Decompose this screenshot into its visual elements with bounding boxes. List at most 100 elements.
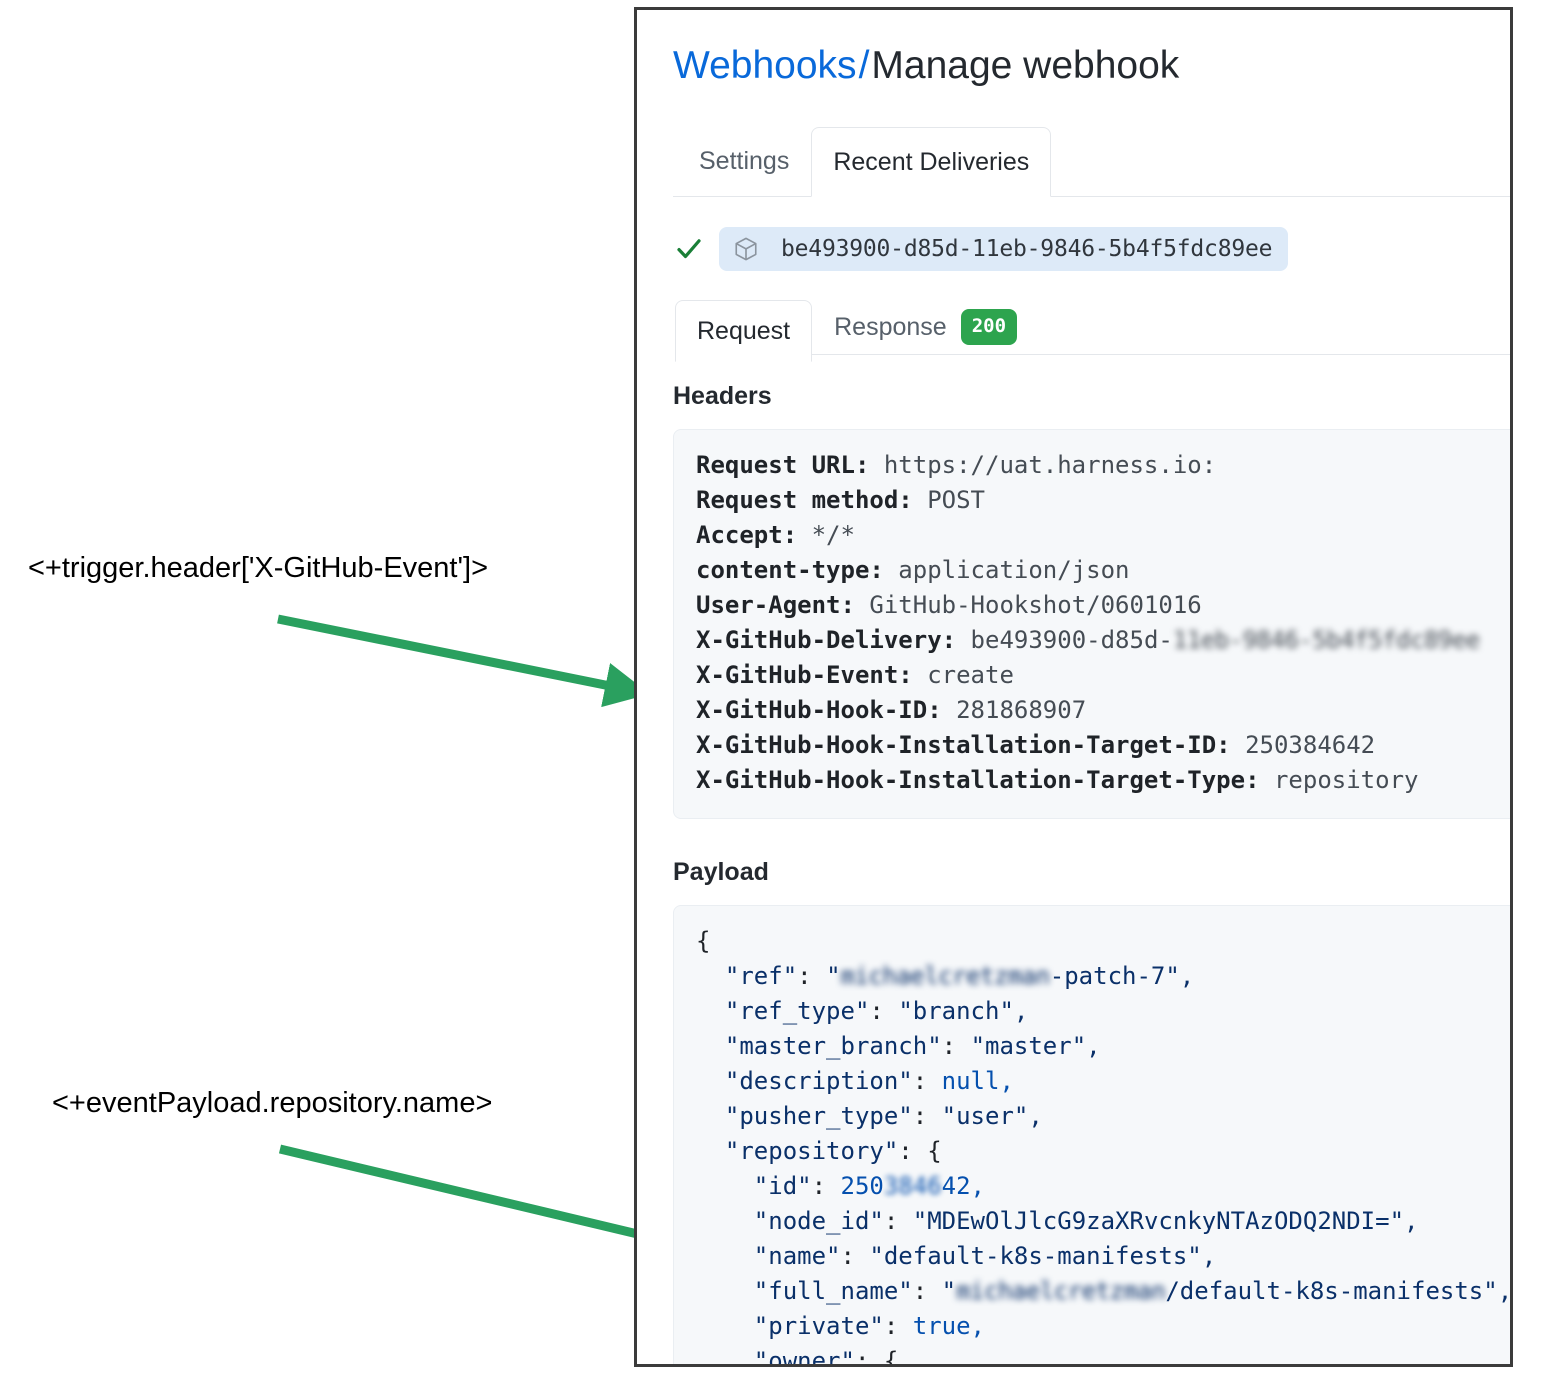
payload-value-suffix: /default-k8s-manifests", [1165, 1277, 1513, 1305]
breadcrumb-current: Manage webhook [871, 44, 1180, 87]
tab-request[interactable]: Request [675, 300, 813, 362]
payload-line: "owner": { [696, 1344, 1510, 1367]
payload-value: "branch", [898, 997, 1029, 1025]
payload-value: { [883, 1347, 899, 1367]
payload-value-redacted: michaelcretzman [840, 962, 1051, 990]
payload-value: "MDEwOlJlcG9zaXRvcnkyNTAzODQ2NDI=", [912, 1207, 1419, 1235]
header-value-text: 281868907 [956, 696, 1087, 724]
payload-key-name: "name" [753, 1242, 841, 1270]
header-key: X-GitHub-Hook-Installation-Target-Type: [696, 766, 1260, 794]
payload-value: "user", [941, 1102, 1043, 1130]
payload-key: "id" [753, 1172, 812, 1200]
header-key: User-Agent: [696, 591, 855, 619]
payload-key: "node_id" [753, 1207, 884, 1235]
breadcrumb-separator: / [858, 44, 870, 87]
payload-line: { [696, 924, 1510, 959]
tab-recent-deliveries[interactable]: Recent Deliveries [811, 127, 1052, 197]
payload-value-suffix: 42, [941, 1172, 986, 1200]
headers-heading: Headers [673, 382, 772, 410]
status-badge: 200 [960, 309, 1018, 345]
header-key: X-GitHub-Hook-ID: [696, 696, 942, 724]
header-value-text: application/json [898, 556, 1130, 584]
payload-line: "ref_type": "branch", [724, 997, 1029, 1025]
header-row: X-GitHub-Hook-ID: 281868907 [696, 693, 1510, 728]
payload-value: null, [941, 1067, 1014, 1095]
breadcrumb-webhooks-link[interactable]: Webhooks [673, 44, 857, 87]
annotation-header-expression: <+trigger.header['X-GitHub-Event']> [28, 552, 489, 584]
delivery-id-text: be493900-d85d-11eb-9846-5b4f5fdc89ee [781, 236, 1273, 262]
payload-brace: { [696, 927, 711, 955]
header-value-text: create [927, 661, 1014, 689]
page-title: Webhooks/Manage webhook [673, 42, 1510, 90]
payload-value-prefix: 250 [840, 1172, 884, 1200]
header-key: X-GitHub-Hook-Installation-Target-ID: [696, 731, 1231, 759]
payload-line: "node_id": "MDEwOlJlcG9zaXRvcnkyNTAzODQ2… [753, 1207, 1419, 1235]
header-row: X-GitHub-Event: create [696, 658, 1510, 693]
payload-value: { [927, 1137, 942, 1165]
header-value-text: GitHub-Hookshot/0601016 [869, 591, 1202, 619]
check-icon [677, 239, 701, 259]
payload-value: true, [912, 1312, 985, 1340]
header-row: X-GitHub-Hook-Installation-Target-Type: … [696, 763, 1510, 798]
payload-value-prefix: " [941, 1277, 957, 1305]
header-row: content-type: application/json [696, 553, 1510, 588]
payload-line: "private": true, [753, 1312, 985, 1340]
headers-code-panel: Request URL: https://uat.harness.io: Req… [673, 429, 1510, 819]
payload-key: "description" [724, 1067, 913, 1095]
header-row: Accept: */* [696, 518, 1510, 553]
payload-key: "owner" [753, 1347, 855, 1367]
payload-line: "ref": "michaelcretzman-patch-7", [696, 959, 1510, 994]
header-value-text: 250384642 [1245, 731, 1376, 759]
package-icon [735, 237, 757, 261]
tab-settings[interactable]: Settings [699, 147, 790, 175]
header-key: content-type: [696, 556, 884, 584]
annotation-payload-expression: <+eventPayload.repository.name> [52, 1087, 493, 1119]
header-value-redacted: 11eb-9846-5b4f5fdc89ee [1172, 626, 1480, 654]
header-row: User-Agent: GitHub-Hookshot/0601016 [696, 588, 1510, 623]
payload-line: "pusher_type": "user", [724, 1102, 1043, 1130]
payload-key: "full_name" [753, 1277, 913, 1305]
payload-key: "ref_type" [724, 997, 870, 1025]
header-value-text: */* [811, 521, 855, 549]
header-value-text: repository [1273, 766, 1419, 794]
payload-line: "repository": { [724, 1137, 942, 1165]
header-row: Request method: POST [696, 483, 1510, 518]
payload-value-redacted: 3846 [883, 1172, 942, 1200]
webhook-tabs: Settings Recent Deliveries [673, 126, 1510, 197]
payload-value-suffix: -patch-7", [1049, 962, 1195, 990]
payload-key: "ref" [724, 962, 798, 990]
payload-line: "description": null, [724, 1067, 1014, 1095]
request-response-tabs: Request Response 200 [675, 293, 1510, 362]
payload-value: "master", [970, 1032, 1101, 1060]
payload-value-redacted: michaelcretzman [956, 1277, 1166, 1305]
header-value-text: POST [927, 486, 985, 514]
tab-response[interactable]: Response 200 [812, 293, 1039, 361]
header-key: X-GitHub-Event: [696, 661, 913, 689]
header-key: X-GitHub-Delivery: [696, 626, 957, 654]
header-row: X-GitHub-Delivery: be493900-d85d-11eb-98… [696, 623, 1510, 658]
payload-value-prefix: " [826, 962, 841, 990]
payload-key: "pusher_type" [724, 1102, 913, 1130]
header-key: Accept: [696, 521, 798, 549]
header-row: X-GitHub-Hook-Installation-Target-ID: 25… [696, 728, 1510, 763]
payload-code-panel: { "ref": "michaelcretzman-patch-7", "ref… [673, 905, 1513, 1367]
payload-line: "id": 250384642, [696, 1169, 1510, 1204]
header-value-text: https://uat.harness.io: [883, 451, 1217, 479]
payload-key: "repository" [724, 1137, 899, 1165]
payload-line: "master_branch": "master", [724, 1032, 1101, 1060]
payload-line: "name": "default-k8s-manifests", [753, 1242, 1217, 1270]
payload-key: "private" [753, 1312, 884, 1340]
delivery-id-pill[interactable]: be493900-d85d-11eb-9846-5b4f5fdc89ee [719, 227, 1289, 271]
header-key: Request method: [696, 486, 913, 514]
header-key: Request URL: [696, 451, 870, 479]
delivery-row[interactable]: be493900-d85d-11eb-9846-5b4f5fdc89ee [673, 227, 1510, 271]
payload-key: "master_branch" [724, 1032, 942, 1060]
annotation-arrow-to-github-event [277, 614, 650, 708]
payload-value-name: "default-k8s-manifests", [869, 1242, 1217, 1270]
payload-line: "full_name": "michaelcretzman/default-k8… [696, 1274, 1513, 1309]
header-value-text: be493900-d85d- [970, 626, 1173, 654]
webhook-panel: Webhooks/Manage webhook Settings Recent D… [634, 7, 1513, 1367]
payload-heading: Payload [673, 858, 769, 886]
tab-response-label: Response [834, 313, 947, 341]
header-value [869, 451, 883, 479]
